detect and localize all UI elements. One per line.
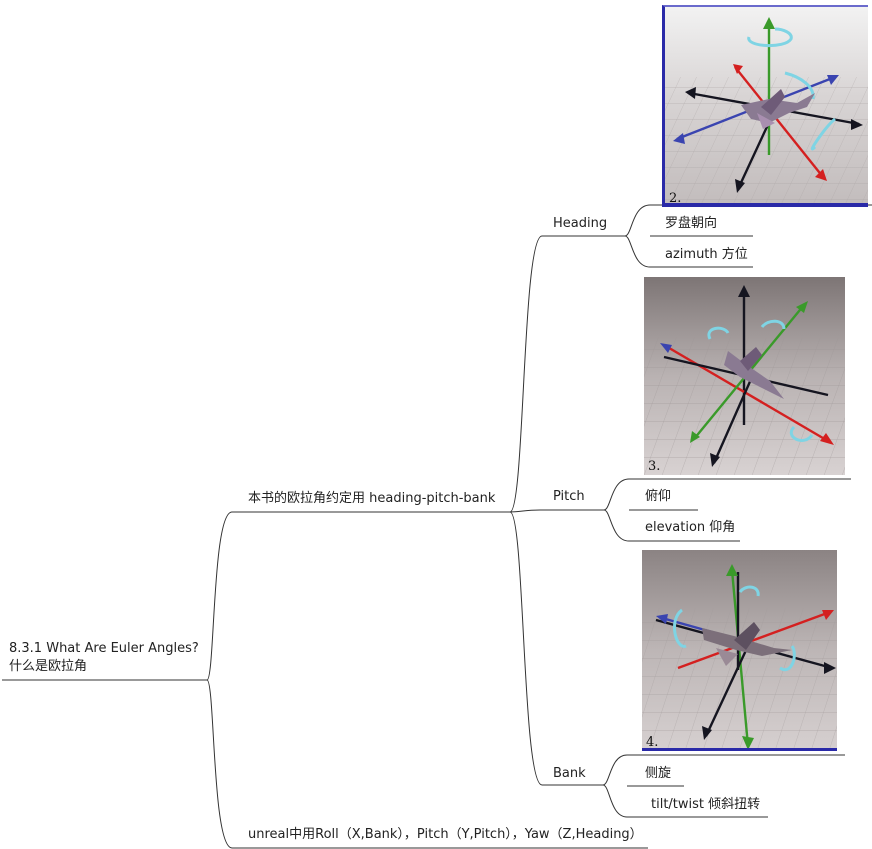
pitch-rotation-arrows bbox=[707, 319, 814, 442]
bank-arrowheads bbox=[656, 564, 836, 750]
pitch-figure-label: 3. bbox=[648, 459, 661, 474]
convention-node[interactable]: 本书的欧拉角约定用 heading-pitch-bank bbox=[248, 491, 496, 506]
pitch-node[interactable]: Pitch bbox=[553, 489, 585, 504]
bank-leaf-roll[interactable]: 侧旋 bbox=[645, 766, 672, 781]
pitch-figure[interactable]: 3. bbox=[644, 277, 845, 475]
bank-rotation-arrows bbox=[672, 585, 796, 672]
pitch-arrowheads bbox=[660, 285, 834, 467]
heading-arrowheads bbox=[673, 17, 863, 193]
pitch-leaf-pitch[interactable]: 俯仰 bbox=[645, 489, 672, 504]
root-title: 8.3.1 What Are Euler Angles? bbox=[9, 641, 199, 656]
bank-figure[interactable]: 4. bbox=[642, 550, 837, 751]
heading-figure-label: 2. bbox=[669, 191, 682, 206]
pitch-axes bbox=[663, 291, 829, 464]
bank-node[interactable]: Bank bbox=[553, 766, 586, 781]
pitch-leaf-elevation[interactable]: elevation 仰角 bbox=[645, 520, 736, 535]
unreal-node[interactable]: unreal中用Roll（X,Bank），Pitch（Y,Pitch），Yaw（… bbox=[248, 827, 643, 842]
heading-node[interactable]: Heading bbox=[553, 216, 608, 231]
heading-figure[interactable]: 2. bbox=[662, 5, 868, 207]
heading-airplane bbox=[741, 89, 815, 129]
bank-leaf-tilt[interactable]: tilt/twist 倾斜扭转 bbox=[651, 797, 761, 812]
root-subtitle: 什么是欧拉角 bbox=[9, 659, 88, 674]
root-node[interactable]: 8.3.1 What Are Euler Angles? 什么是欧拉角 bbox=[9, 640, 199, 676]
pitch-airplane bbox=[724, 347, 784, 399]
heading-leaf-compass[interactable]: 罗盘朝向 bbox=[665, 216, 718, 231]
bank-airplane bbox=[702, 622, 792, 666]
heading-leaf-azimuth[interactable]: azimuth 方位 bbox=[665, 247, 748, 262]
bank-figure-label: 4. bbox=[646, 735, 659, 750]
